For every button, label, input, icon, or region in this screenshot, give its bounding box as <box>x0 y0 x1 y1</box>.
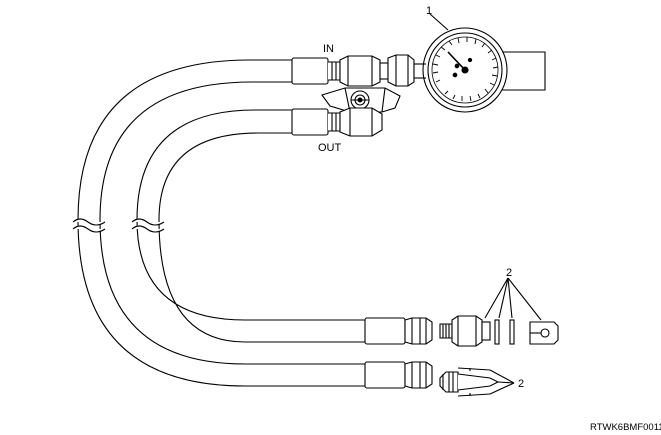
in-label: IN <box>323 43 334 55</box>
adapter-set-upper <box>439 277 559 347</box>
inner-hose <box>131 109 365 343</box>
outer-hose <box>72 59 365 387</box>
out-hose-ferrule <box>291 108 341 136</box>
out-label: OUT <box>318 142 342 154</box>
callout-1-leader <box>429 13 449 31</box>
callout-1-label: 1 <box>426 5 432 17</box>
callout-2-lower-label: 2 <box>518 378 524 390</box>
pressure-gauge-icon <box>422 27 546 113</box>
valve-block-icon <box>321 54 427 137</box>
in-hose-ferrule <box>291 57 341 85</box>
upper-hose-end <box>364 317 433 345</box>
adapter-set-lower <box>439 367 515 397</box>
figure-code: RTWK6BMF001101 <box>590 422 661 433</box>
lower-hose-end <box>364 361 433 389</box>
callout-2-upper-label: 2 <box>506 267 512 279</box>
